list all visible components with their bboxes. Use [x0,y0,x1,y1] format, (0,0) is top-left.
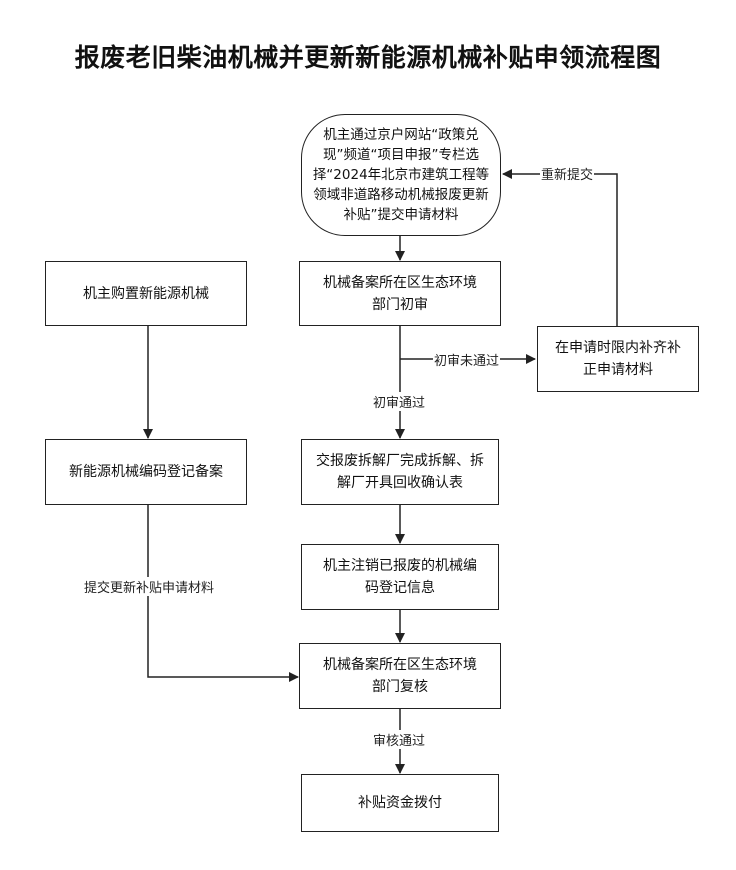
node-cancel-machine-code-text: 机主注销已报废的机械编码登记信息 [323,558,477,596]
node-re-review: 机械备案所在区生态环境部门复核 [299,643,501,709]
node-dismantle-text: 交报废拆解厂完成拆解、拆解厂开具回收确认表 [316,453,484,491]
node-submit-application-text: 机主通过京户网站“政策兑现”频道“项目申报”专栏选择“2024年北京市建筑工程等… [312,127,490,223]
node-initial-review-text: 机械备案所在区生态环境部门初审 [323,274,477,313]
label-submit-new-materials: 提交更新补贴申请材料 [83,577,216,596]
label-resubmit: 重新提交 [540,164,595,183]
node-cancel-machine-code: 机主注销已报废的机械编码登记信息 [301,544,499,610]
node-re-review-text: 机械备案所在区生态环境部门复核 [323,657,477,695]
node-submit-application: 机主通过京户网站“政策兑现”频道“项目申报”专栏选择“2024年北京市建筑工程等… [301,114,501,236]
label-initial-pass: 初审通过 [372,392,427,411]
node-register-new-machine-text: 新能源机械编码登记备案 [69,464,223,480]
edge-resubmit [502,169,618,326]
node-initial-review: 机械备案所在区生态环境部门初审 [299,261,501,326]
edge-register-to-re-review [147,505,299,682]
node-supplement-materials: 在申请时限内补齐补正申请材料 [537,326,699,392]
node-dismantle: 交报废拆解厂完成拆解、拆解厂开具回收确认表 [301,439,499,505]
node-buy-new-machine: 机主购置新能源机械 [45,261,247,326]
page-title: 报废老旧柴油机械并更新新能源机械补贴申领流程图 [74,43,662,72]
node-subsidy-payment: 补贴资金拨付 [301,774,499,832]
node-subsidy-payment-text: 补贴资金拨付 [358,795,442,811]
label-review-pass: 审核通过 [372,730,427,749]
label-initial-fail: 初审未通过 [433,350,501,369]
node-supplement-materials-text: 在申请时限内补齐补正申请材料 [555,340,681,378]
node-register-new-machine: 新能源机械编码登记备案 [45,439,247,505]
node-buy-new-machine-text: 机主购置新能源机械 [83,285,209,302]
